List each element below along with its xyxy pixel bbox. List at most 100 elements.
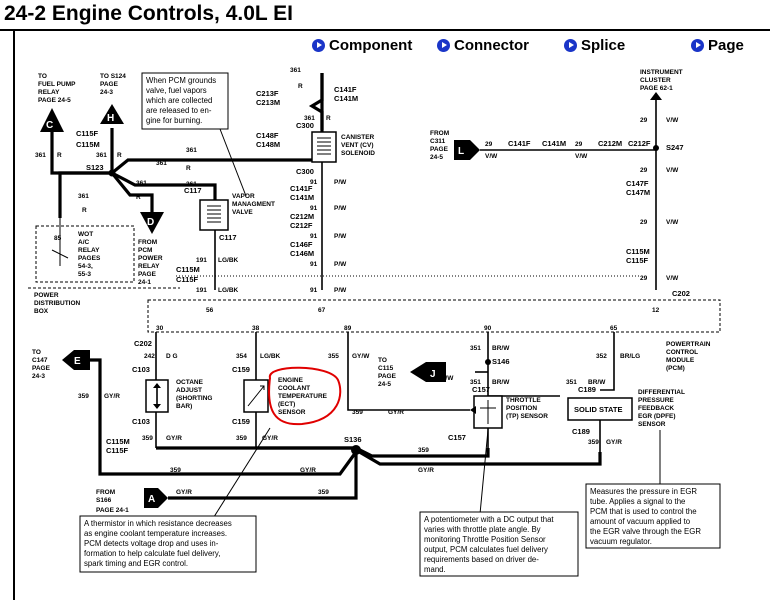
svg-text:THROTTLE: THROTTLE (506, 397, 541, 404)
c115-ref: TO C115 PAGE 24-5 (378, 357, 397, 388)
nav-splice-link[interactable]: Splice (564, 36, 625, 54)
svg-text:FROM: FROM (138, 239, 157, 246)
svg-text:as engine coolant temperature: as engine coolant temperature increases. (84, 529, 227, 538)
svg-text:spark timing and EGR control.: spark timing and EGR control. (84, 559, 188, 568)
badge-e[interactable]: E (62, 350, 90, 370)
svg-text:RELAY: RELAY (38, 89, 60, 96)
svg-text:C141M: C141M (542, 139, 566, 148)
badge-j[interactable]: J (410, 362, 446, 382)
svg-text:359: 359 (142, 435, 153, 442)
left-divider (13, 31, 15, 600)
nav-connector-link[interactable]: Connector (437, 36, 529, 54)
svg-text:359: 359 (352, 409, 363, 416)
svg-text:V/W: V/W (666, 275, 679, 282)
svg-text:D G: D G (166, 353, 178, 360)
svg-text:S247: S247 (666, 143, 684, 152)
svg-text:361: 361 (78, 193, 89, 200)
svg-text:359: 359 (588, 439, 599, 446)
svg-text:LG/BK: LG/BK (218, 287, 239, 294)
svg-text:POWERTRAIN: POWERTRAIN (666, 341, 711, 348)
svg-text:Measures the pressure in EGR: Measures the pressure in EGR (590, 487, 697, 496)
svg-text:359: 359 (78, 393, 89, 400)
svg-text:191: 191 (196, 287, 207, 294)
svg-text:C146M: C146M (290, 249, 314, 258)
svg-text:361: 361 (186, 147, 197, 154)
badge-a[interactable]: A (144, 488, 168, 508)
svg-text:P/W: P/W (334, 261, 347, 268)
svg-text:SOLID STATE: SOLID STATE (574, 405, 622, 414)
svg-text:C115F: C115F (626, 256, 649, 265)
svg-text:C212M: C212M (598, 139, 622, 148)
svg-text:C202: C202 (134, 339, 152, 348)
arrow-icon (691, 38, 704, 52)
svg-text:55-3: 55-3 (78, 271, 91, 278)
badge-h[interactable]: H (100, 104, 124, 124)
svg-text:352: 352 (596, 353, 607, 360)
svg-text:S123: S123 (86, 163, 104, 172)
svg-text:C115F: C115F (76, 129, 99, 138)
svg-text:C115M: C115M (76, 140, 100, 149)
svg-text:CONTROL: CONTROL (666, 349, 698, 356)
svg-text:56: 56 (206, 307, 214, 314)
svg-text:GY/R: GY/R (606, 439, 622, 446)
svg-text:C147F: C147F (626, 179, 649, 188)
svg-text:are released to en-: are released to en- (146, 106, 212, 115)
canister-vent-column: C213F C213M C141F C141M 361 R C148F C148… (176, 85, 640, 294)
svg-text:C103: C103 (132, 417, 150, 426)
svg-text:PAGE: PAGE (100, 81, 119, 88)
svg-text:the EGR valve through the EGR: the EGR valve through the EGR (590, 527, 701, 536)
svg-text:J: J (430, 369, 436, 380)
svg-text:R: R (117, 152, 122, 159)
svg-text:P/W: P/W (334, 205, 347, 212)
svg-text:(SHORTING: (SHORTING (176, 395, 212, 402)
svg-text:GY/W: GY/W (352, 353, 370, 360)
svg-text:COOLANT: COOLANT (278, 385, 310, 392)
nav-component-label: Component (329, 36, 413, 54)
svg-text:FROM: FROM (430, 130, 449, 137)
svg-text:C159: C159 (232, 417, 250, 426)
nav-page-link[interactable]: Page (691, 36, 744, 54)
svg-text:29: 29 (575, 141, 583, 148)
svg-text:24-3: 24-3 (100, 89, 113, 96)
svg-text:varies with throttle plate ang: varies with throttle plate angle. By (424, 525, 541, 534)
svg-text:R: R (136, 194, 141, 201)
nav-component-link[interactable]: Component (312, 36, 412, 54)
svg-text:C141M: C141M (290, 193, 314, 202)
svg-text:355: 355 (328, 353, 339, 360)
vapor-management-valve: C117 C117 VAPOR MANAGMENT VALVE 191 LG/B… (176, 186, 275, 294)
badge-l (454, 140, 480, 160)
c147-ref: TO C147 PAGE 24-3 (32, 349, 51, 380)
badge-c[interactable]: C (40, 108, 64, 132)
svg-text:P/W: P/W (334, 179, 347, 186)
badge-d[interactable]: D (140, 212, 164, 234)
svg-text:vacuum regulator.: vacuum regulator. (590, 537, 652, 546)
power-feed-wiring (50, 73, 324, 218)
nav-connector-label: Connector (454, 36, 529, 54)
svg-text:12: 12 (652, 307, 660, 314)
svg-text:361: 361 (290, 67, 301, 74)
svg-text:C141M: C141M (334, 94, 358, 103)
svg-text:PAGE 24-5: PAGE 24-5 (38, 97, 71, 104)
svg-text:SENSOR: SENSOR (638, 421, 666, 428)
svg-text:R: R (298, 83, 303, 90)
svg-text:C103: C103 (132, 365, 150, 374)
nav-splice-label: Splice (581, 36, 626, 54)
svg-text:P/W: P/W (334, 287, 347, 294)
svg-text:R: R (82, 207, 87, 214)
svg-text:FEEDBACK: FEEDBACK (638, 405, 674, 412)
splice-dot (108, 169, 116, 177)
svg-text:E: E (74, 356, 81, 367)
svg-text:POWER: POWER (138, 255, 163, 262)
svg-text:PAGE 24-1: PAGE 24-1 (96, 507, 129, 514)
arrow-icon (437, 38, 450, 52)
svg-text:191: 191 (196, 257, 207, 264)
svg-text:GY/R: GY/R (176, 489, 192, 496)
svg-text:LG/BK: LG/BK (260, 353, 281, 360)
svg-text:351: 351 (470, 379, 481, 386)
svg-text:C311: C311 (430, 138, 446, 145)
svg-text:GY/R: GY/R (104, 393, 120, 400)
ect-sensor: C159 C159 ENGINE COOLANT TEMPERATURE (EC… (232, 365, 342, 448)
svg-text:PCM: PCM (138, 247, 152, 254)
svg-text:361: 361 (96, 152, 107, 159)
svg-text:C141F: C141F (290, 184, 313, 193)
